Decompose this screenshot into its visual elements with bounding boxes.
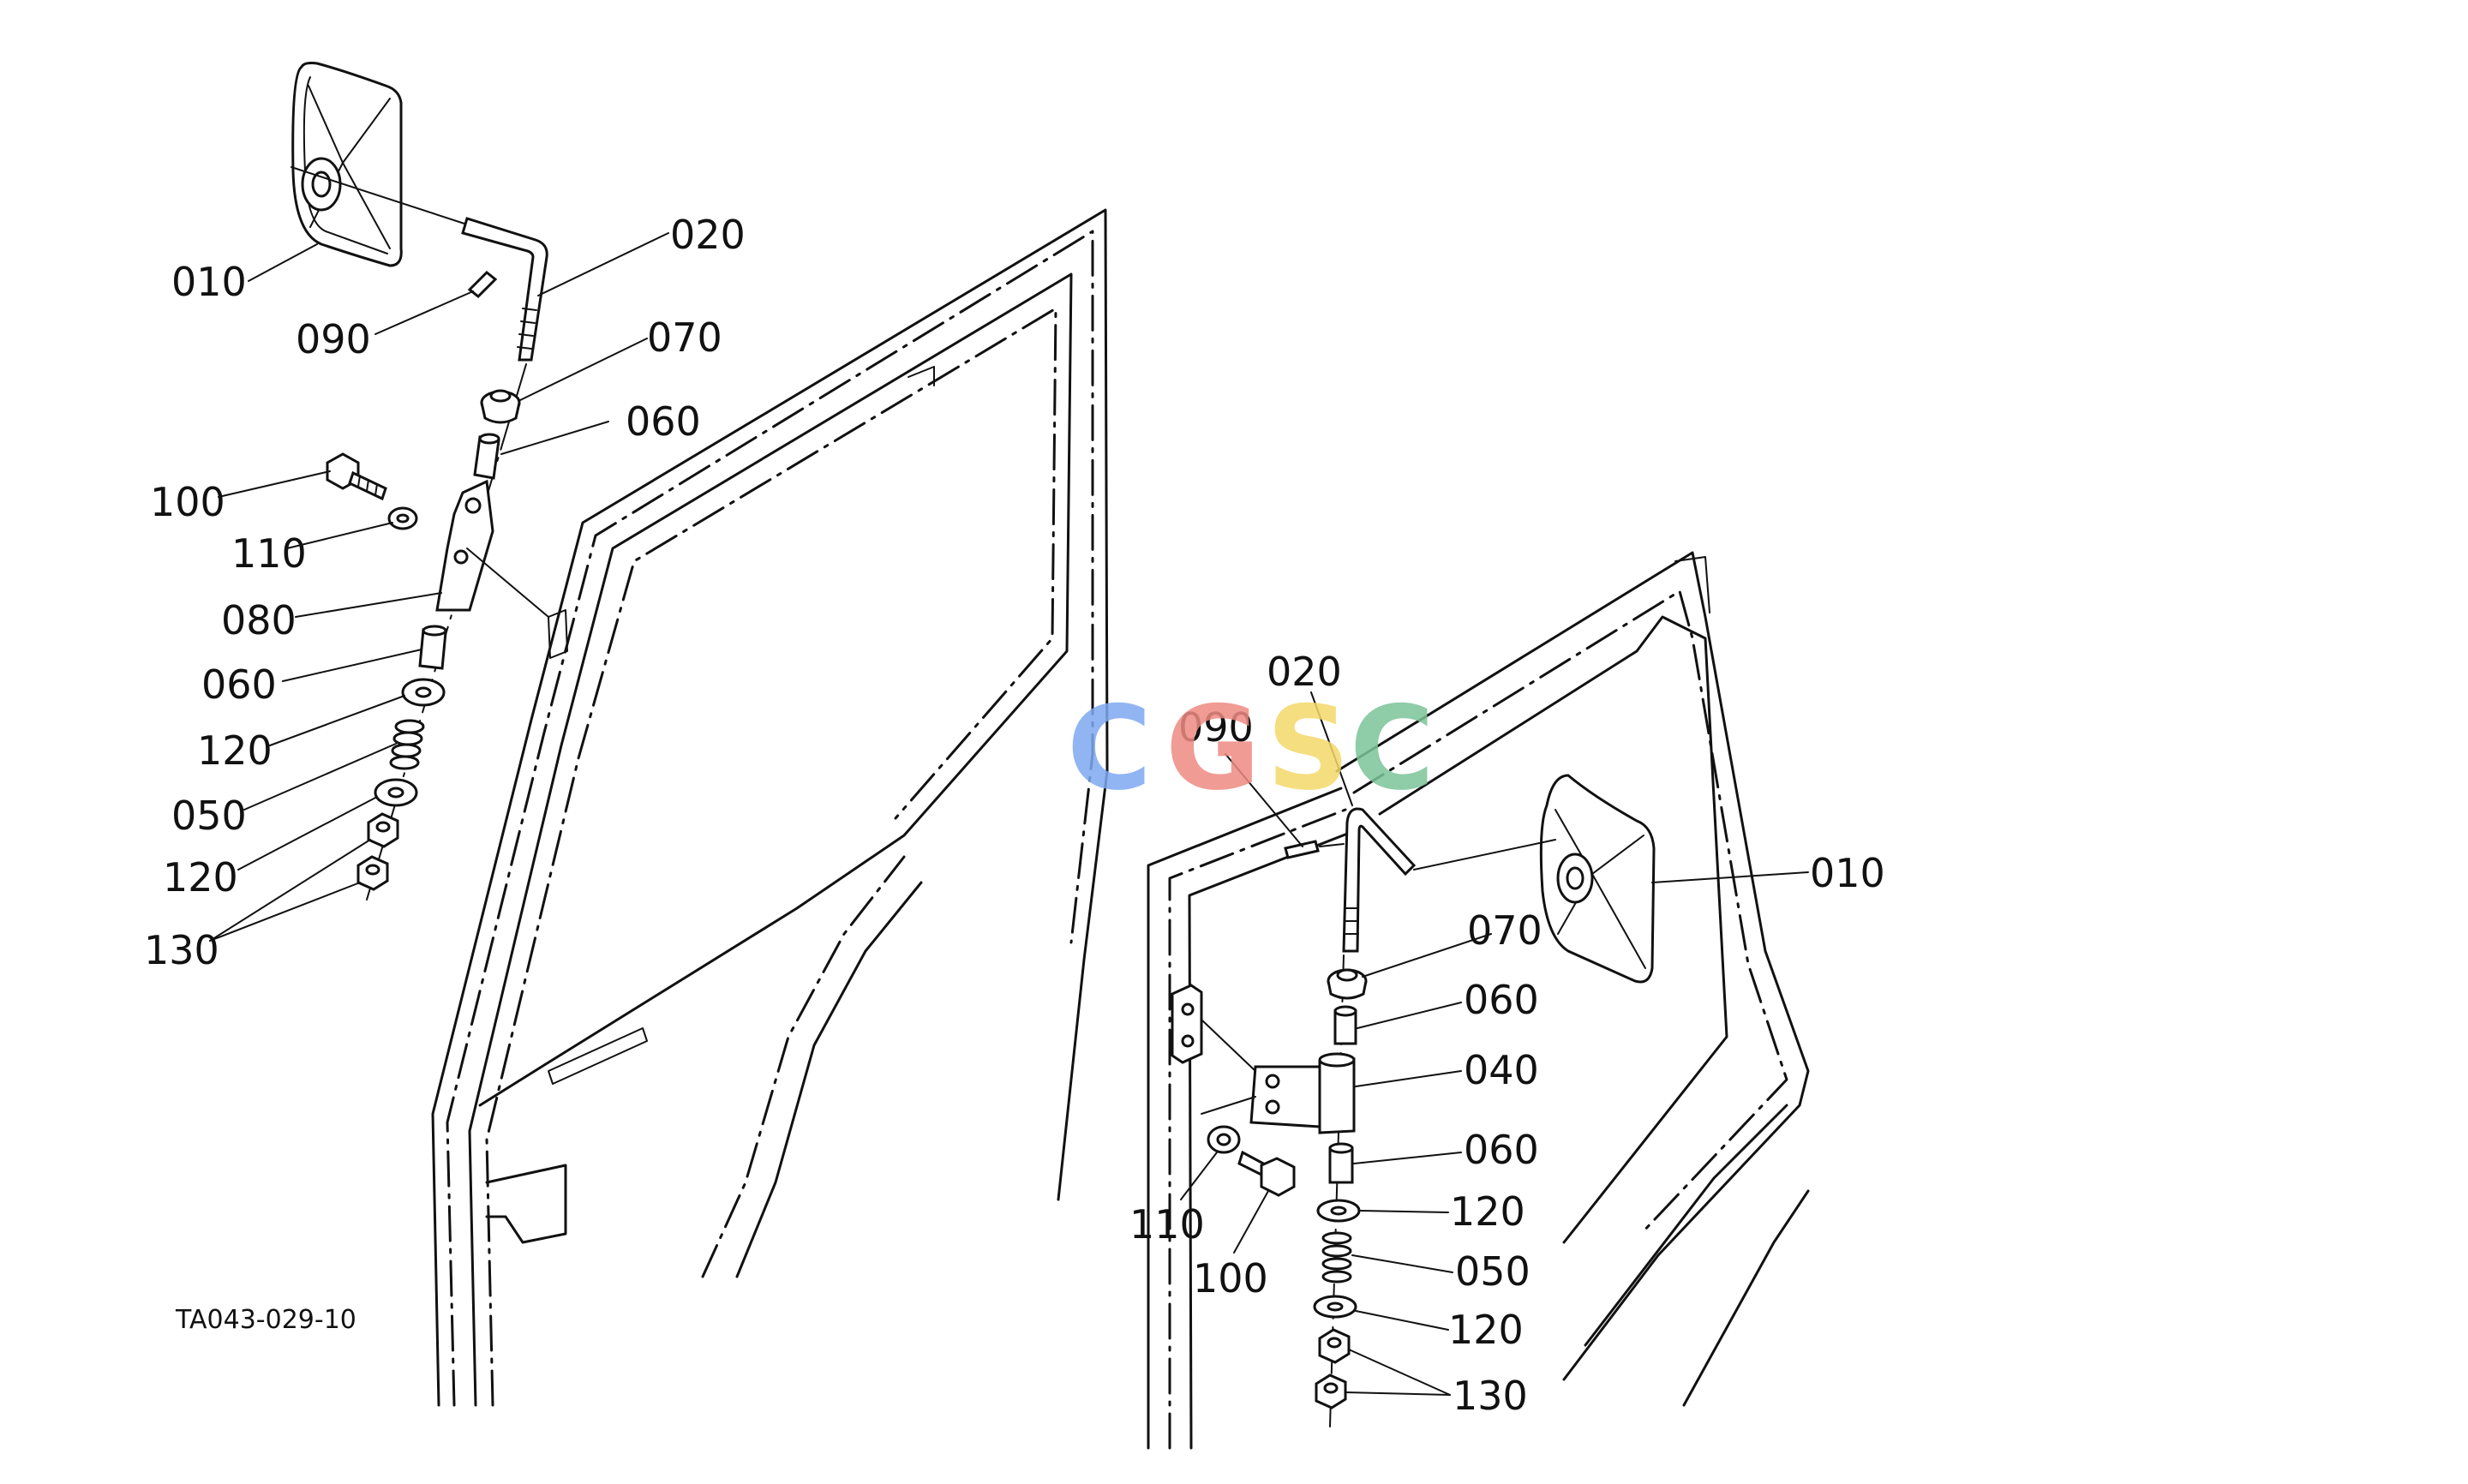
left-view: 010 020 090 070 060 100 110 080 060 120 … [144, 62, 1109, 1407]
right-callout-010: 010 [1810, 850, 1885, 896]
right-callout-040: 040 [1464, 1047, 1539, 1093]
right-callout-120-lower: 120 [1448, 1307, 1524, 1353]
right-nut-130b [1315, 1373, 1347, 1409]
left-pin [467, 270, 498, 299]
left-callout-060-upper: 060 [626, 398, 701, 445]
left-washer-110 [387, 506, 418, 530]
left-mirror [291, 62, 403, 267]
left-callout-130: 130 [144, 927, 219, 973]
right-nut-130a [1318, 1328, 1351, 1364]
left-callout-010: 010 [171, 259, 247, 305]
drawing-id: TA043-029-10 [175, 1305, 356, 1335]
right-washer-110 [1207, 1125, 1241, 1154]
left-leader-lines [209, 232, 669, 942]
left-cap-070 [480, 389, 521, 424]
right-hinge-plate [1171, 984, 1203, 1064]
right-mirror-arm [1342, 807, 1556, 953]
right-callout-090: 090 [1178, 704, 1254, 751]
left-callout-070: 070 [647, 314, 722, 361]
right-callout-120-upper: 120 [1450, 1188, 1525, 1235]
right-callout-050: 050 [1455, 1248, 1531, 1295]
watermark-letter-g: G [1165, 681, 1261, 816]
right-callout-100: 100 [1193, 1255, 1268, 1301]
left-callout-090: 090 [296, 316, 371, 362]
left-bracket-080 [435, 479, 549, 618]
right-bushing-lower [1328, 1142, 1354, 1184]
right-pin [1284, 840, 1320, 859]
right-callout-020: 020 [1267, 649, 1342, 695]
watermark-letter-s: S [1267, 681, 1350, 816]
left-callout-100: 100 [150, 479, 225, 525]
right-callout-060-upper: 060 [1464, 977, 1539, 1023]
left-spring-050 [389, 719, 425, 770]
right-callout-060-lower: 060 [1464, 1127, 1539, 1173]
right-cap-070 [1327, 968, 1368, 1000]
right-view: 020 090 010 070 060 040 060 120 110 100 … [1129, 551, 1885, 1450]
left-nut-130b [356, 855, 389, 891]
left-bushing-upper [473, 433, 500, 480]
right-callout-110: 110 [1129, 1201, 1205, 1248]
right-bolt-100 [1237, 1150, 1296, 1197]
left-callout-120-lower: 120 [163, 854, 238, 901]
left-mirror-arm [291, 166, 548, 362]
left-callout-060-lower: 060 [201, 661, 277, 708]
left-nut-130a [367, 812, 399, 848]
left-washer-120a [401, 678, 446, 707]
right-bushing-upper [1333, 1005, 1357, 1045]
right-mirror [1539, 774, 1656, 984]
watermark-logo: C G S C [1067, 681, 1435, 816]
left-callout-120-upper: 120 [197, 727, 273, 774]
left-bushing-lower [418, 625, 447, 670]
right-spring-050 [1321, 1231, 1352, 1284]
left-callout-080: 080 [221, 597, 297, 643]
left-callout-110: 110 [231, 530, 307, 577]
left-callout-020: 020 [670, 212, 746, 258]
right-callout-070: 070 [1467, 907, 1542, 954]
left-callout-050: 050 [171, 793, 247, 839]
left-washer-120b [374, 778, 418, 807]
right-callout-130: 130 [1453, 1373, 1528, 1419]
right-door-frame [1147, 551, 1810, 1450]
watermark-letter-c2: C [1350, 681, 1435, 816]
right-leader-lines [1180, 691, 1809, 1396]
right-washer-120b [1313, 1295, 1357, 1319]
watermark-letter-c1: C [1067, 681, 1152, 816]
left-bolt-100 [326, 452, 387, 501]
right-washer-120a [1316, 1199, 1361, 1223]
right-hinge-040 [1201, 1019, 1356, 1134]
left-door-frame [431, 208, 1109, 1407]
